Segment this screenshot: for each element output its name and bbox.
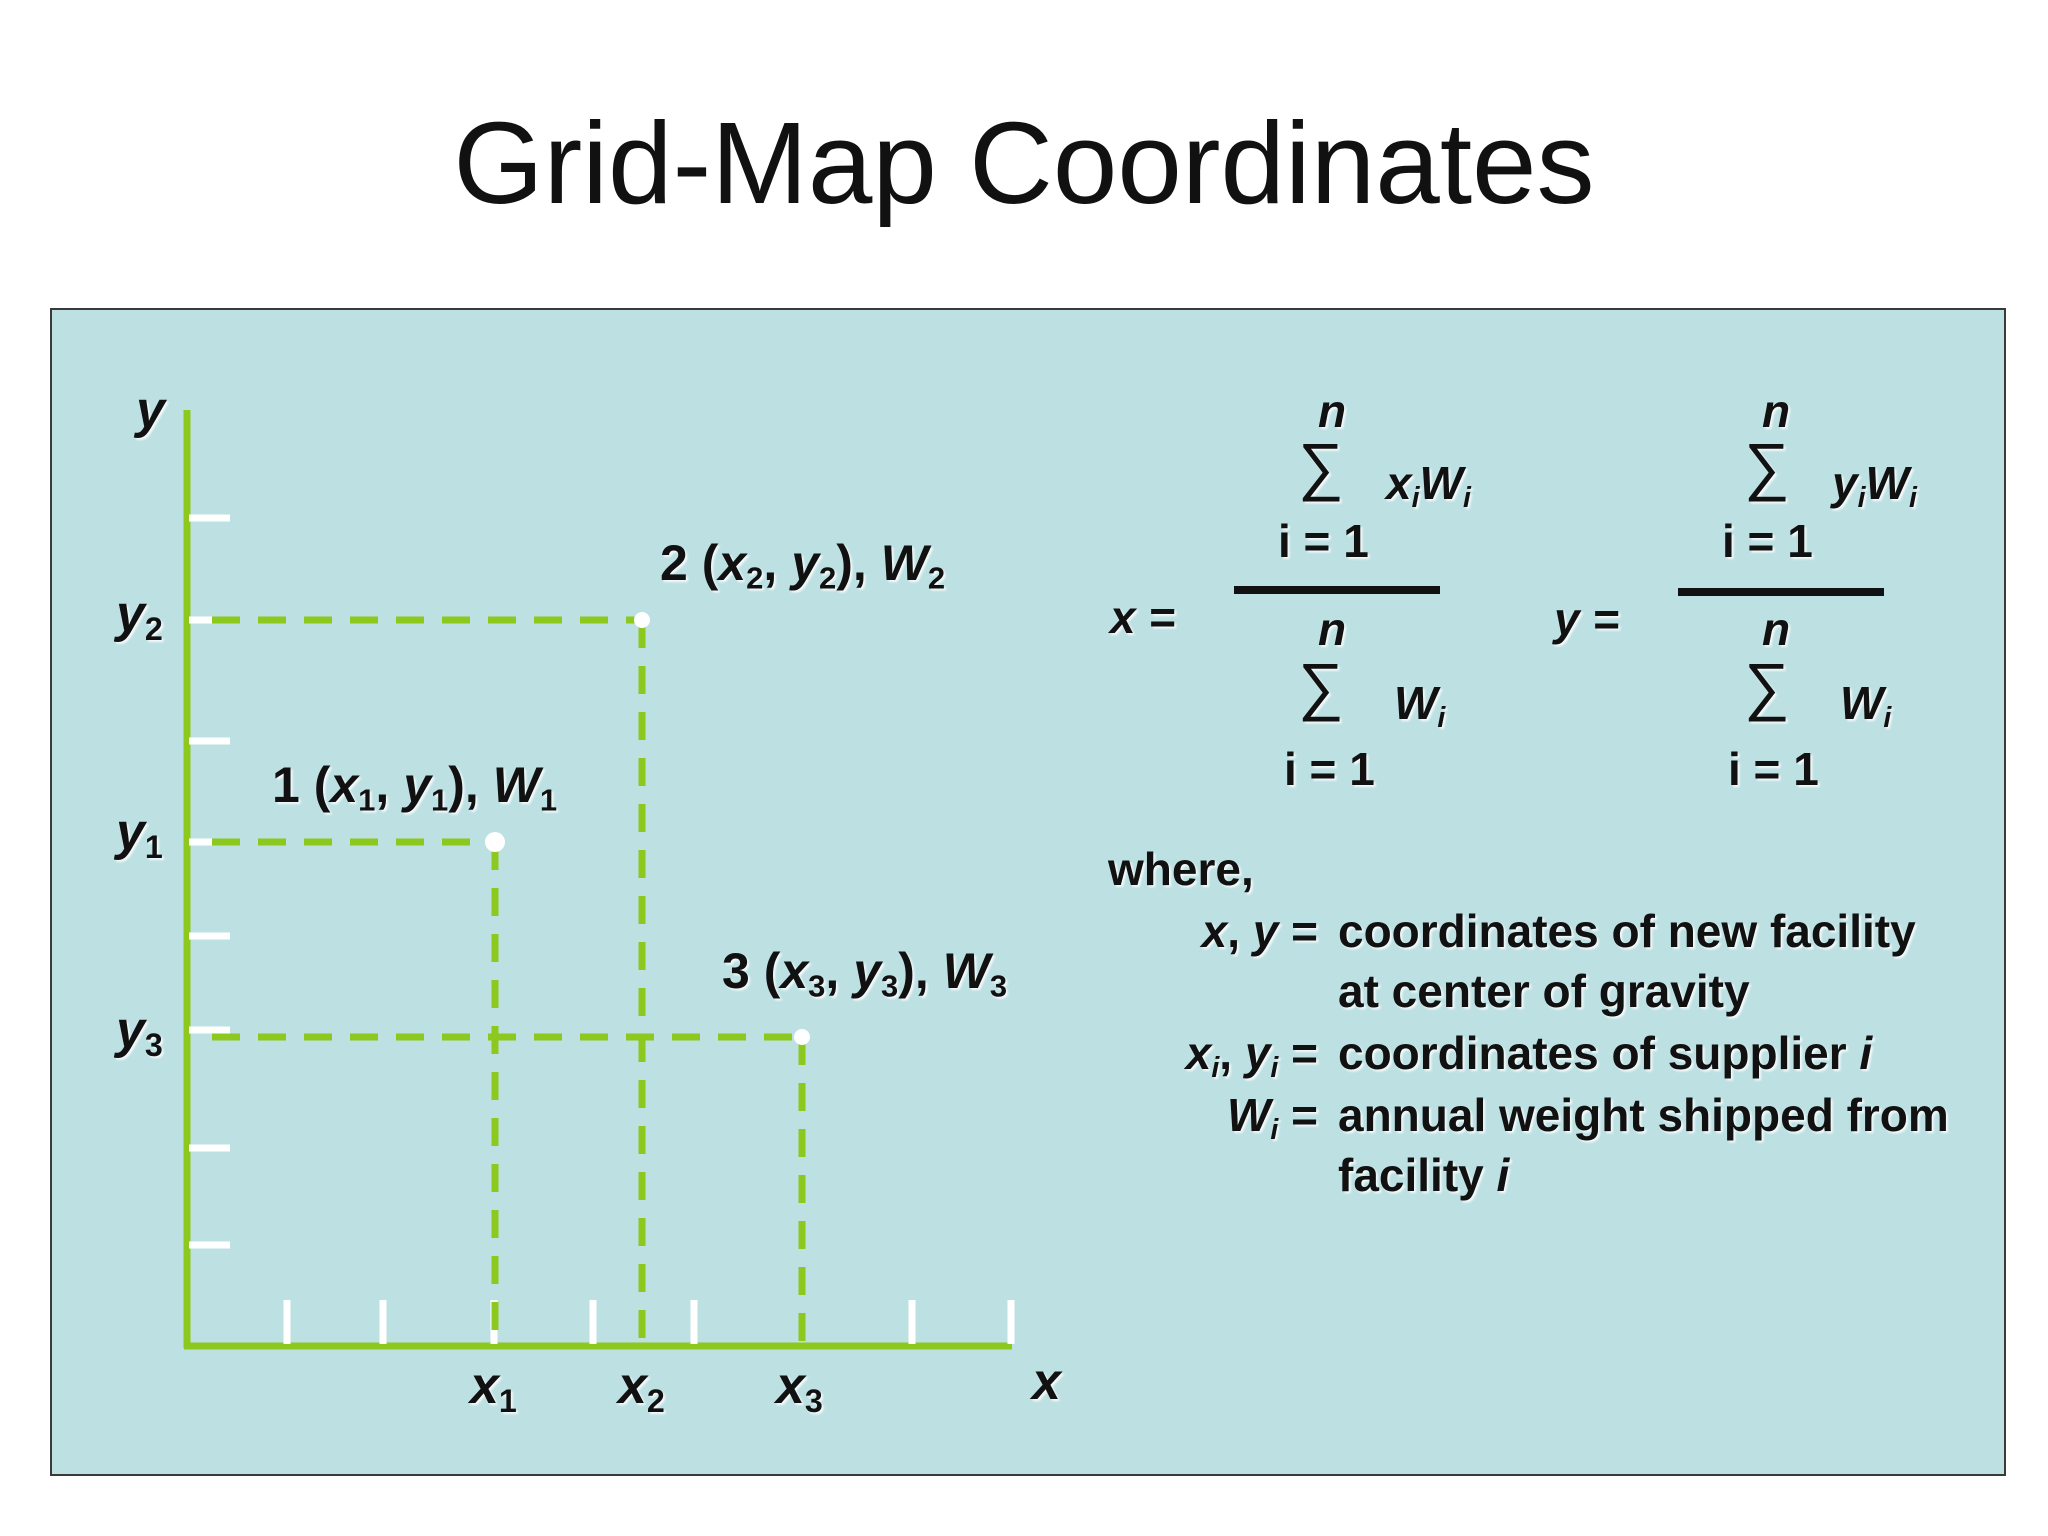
definition-text-wi-line2: facility i: [1338, 1149, 1510, 1201]
definition-text-xy-line2: at center of gravity: [1338, 965, 1750, 1017]
formula-x-num-upper: n: [1318, 385, 1347, 437]
location-points: [485, 612, 810, 1045]
formula-y-lhs: y =: [1554, 593, 1620, 645]
formula-x-num-lower: i = 1: [1278, 515, 1369, 567]
y-axis-label: y: [136, 381, 165, 439]
formula-x-den-upper: n: [1318, 603, 1347, 655]
y-tick-label-1: y1: [116, 803, 163, 866]
formula-y-den-upper: n: [1762, 603, 1791, 655]
formula-x-den-lower: i = 1: [1284, 743, 1375, 795]
point-2: [634, 612, 650, 628]
diagram-panel: y x y2 y1 y3 x1 x2 x3 1 (x1, y1), W1 2 (…: [50, 308, 2006, 1476]
formula-x-num-sigma: ∑: [1298, 430, 1344, 502]
definitions-where: where,: [1108, 843, 1254, 895]
point-label-3: 3 (x3, y3), W3: [722, 943, 1008, 1004]
point-1: [485, 832, 505, 852]
formula-x-lhs: x =: [1110, 591, 1176, 643]
point-label-2: 2 (x2, y2), W2: [660, 535, 946, 596]
definition-text-wi-line1: annual weight shipped from: [1338, 1089, 1949, 1141]
grid-map-diagram: [183, 410, 1015, 1350]
guide-lines: [212, 616, 806, 1342]
x-axis-label: x: [1032, 1353, 1061, 1411]
point-3: [794, 1029, 810, 1045]
formula-x-den-term: Wi: [1394, 677, 1446, 734]
y-tick-label-2: y2: [116, 585, 163, 648]
definition-label-wi: Wi =: [1226, 1089, 1318, 1146]
formula-x-fraction-bar: [1234, 586, 1440, 594]
formula-y-fraction-bar: [1678, 588, 1884, 596]
formula-y-den-sigma: ∑: [1744, 650, 1790, 722]
x-tick-label-1: x1: [470, 1357, 517, 1420]
slide-title: Grid-Map Coordinates: [453, 98, 1595, 228]
formula-y-num-lower: i = 1: [1722, 515, 1813, 567]
definition-label-xy: x, y =: [1201, 905, 1318, 957]
formula-y-num-term: yiWi: [1832, 457, 1917, 514]
definition-label-xiyi: xi, yi =: [1185, 1027, 1318, 1084]
x-tick-label-3: x3: [776, 1357, 823, 1420]
definition-text-xy-line1: coordinates of new facility: [1338, 905, 1916, 957]
y-tick-label-3: y3: [116, 1001, 163, 1064]
formula-y-num-sigma: ∑: [1744, 430, 1790, 502]
formula-y-num-upper: n: [1762, 385, 1791, 437]
y-axis-ticks: [189, 514, 230, 1249]
x-axis-ticks: [283, 1300, 1015, 1344]
formula-x-den-sigma: ∑: [1298, 650, 1344, 722]
definition-text-xiyi: coordinates of supplier i: [1338, 1027, 1873, 1079]
point-label-1: 1 (x1, y1), W1: [272, 757, 558, 818]
formula-x-num-term: xiWi: [1386, 457, 1471, 514]
formula-y-den-lower: i = 1: [1728, 743, 1819, 795]
formula-y-den-term: Wi: [1840, 677, 1892, 734]
x-tick-label-2: x2: [618, 1357, 665, 1420]
